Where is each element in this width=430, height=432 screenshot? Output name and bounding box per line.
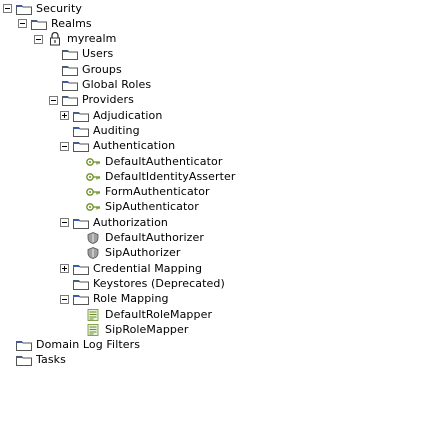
tree-node-label: DefaultIdentityAsserter xyxy=(105,169,236,183)
tree-node-label: FormAuthenticator xyxy=(105,185,210,199)
tree-node-label: DefaultRoleMapper xyxy=(105,307,213,321)
expand-toggle-icon[interactable] xyxy=(60,264,69,274)
collapse-toggle-icon[interactable] xyxy=(60,218,69,228)
tree-node-label: Security xyxy=(36,1,82,15)
tree-node-users[interactable]: Users xyxy=(61,47,113,62)
tree-node-label: Tasks xyxy=(36,353,66,367)
tree-node-label: Realms xyxy=(51,16,92,30)
tree-node-realms[interactable]: Realms xyxy=(18,16,92,31)
folder-icon xyxy=(61,78,79,92)
folder-icon xyxy=(72,216,90,230)
role-mapper-icon xyxy=(84,323,102,337)
folder-icon xyxy=(61,93,79,107)
tree-node-authorization[interactable]: Authorization xyxy=(60,215,168,230)
shield-icon xyxy=(84,231,102,245)
tree-node-label: Credential Mapping xyxy=(93,261,203,275)
tree-node-label: SipAuthenticator xyxy=(105,200,199,214)
tree-node-label: SipRoleMapper xyxy=(105,322,189,336)
folder-icon xyxy=(30,17,48,31)
key-icon xyxy=(84,200,102,214)
tree-node-label: DefaultAuthorizer xyxy=(105,231,205,244)
key-icon xyxy=(84,155,102,169)
tree-node-keystores-deprecated[interactable]: Keystores (Deprecated) xyxy=(72,276,225,291)
collapse-toggle-icon[interactable] xyxy=(18,19,27,29)
folder-icon xyxy=(72,277,90,291)
tree-node-adjudication[interactable]: Adjudication xyxy=(60,108,162,123)
tree-node-domain-log-filters[interactable]: Domain Log Filters xyxy=(15,338,140,353)
tree-node-role-mapping[interactable]: Role Mapping xyxy=(60,292,169,307)
folder-icon xyxy=(61,47,79,61)
tree-node-global-roles[interactable]: Global Roles xyxy=(61,78,151,93)
tree-node-tasks[interactable]: Tasks xyxy=(15,353,66,368)
folder-icon xyxy=(61,63,79,77)
tree-node-label: Adjudication xyxy=(93,108,163,122)
tree-node-label: Authorization xyxy=(93,215,168,229)
tree-node-label: Users xyxy=(82,47,114,61)
tree-node-defaultidentityasserter[interactable]: DefaultIdentityAsserter xyxy=(84,169,236,184)
collapse-toggle-icon[interactable] xyxy=(60,294,69,304)
folder-icon xyxy=(15,353,33,367)
tree-node-formauthenticator[interactable]: FormAuthenticator xyxy=(84,185,210,200)
folder-icon xyxy=(72,292,90,306)
folder-icon xyxy=(72,139,90,153)
tree-node-myrealm[interactable]: myrealm xyxy=(34,32,117,47)
tree-node-label: Keystores (Deprecated) xyxy=(93,276,225,290)
folder-icon xyxy=(72,262,90,276)
tree-node-sipauthorizer[interactable]: SipAuthorizer xyxy=(84,246,180,261)
tree-node-label: Global Roles xyxy=(82,78,152,91)
collapse-toggle-icon[interactable] xyxy=(60,141,69,151)
tree-node-defaultrolemapper[interactable]: DefaultRoleMapper xyxy=(84,307,212,322)
tree-node-label: Groups xyxy=(82,62,122,76)
shield-icon xyxy=(84,246,102,260)
tree-node-siprolemapper[interactable]: SipRoleMapper xyxy=(84,322,189,337)
tree-node-authentication[interactable]: Authentication xyxy=(60,139,175,154)
tree-node-label: DefaultAuthenticator xyxy=(105,154,223,168)
folder-icon xyxy=(72,109,90,123)
tree-node-label: Authentication xyxy=(93,139,176,153)
tree-node-groups[interactable]: Groups xyxy=(61,62,122,77)
role-mapper-icon xyxy=(84,308,102,322)
tree-node-label: Role Mapping xyxy=(93,292,169,306)
tree-node-label: Auditing xyxy=(93,123,140,137)
collapse-toggle-icon[interactable] xyxy=(34,34,43,44)
tree-node-defaultauthenticator[interactable]: DefaultAuthenticator xyxy=(84,154,222,169)
folder-icon xyxy=(72,124,90,138)
tree-node-label: Domain Log Filters xyxy=(36,338,141,352)
collapse-toggle-icon[interactable] xyxy=(49,95,58,105)
expand-toggle-icon[interactable] xyxy=(60,111,69,121)
tree-node-providers[interactable]: Providers xyxy=(49,93,134,108)
tree-node-label: Providers xyxy=(82,93,134,107)
folder-icon xyxy=(15,338,33,352)
tree-node-label: SipAuthorizer xyxy=(105,246,181,260)
key-icon xyxy=(84,185,102,199)
key-icon xyxy=(84,170,102,184)
tree-node-label: myrealm xyxy=(67,32,117,46)
lock-icon xyxy=(46,32,64,46)
tree-node-sipauthenticator[interactable]: SipAuthenticator xyxy=(84,200,199,215)
tree-node-auditing[interactable]: Auditing xyxy=(72,123,140,138)
tree-node-defaultauthorizer[interactable]: DefaultAuthorizer xyxy=(84,231,204,246)
tree-node-credential-mapping[interactable]: Credential Mapping xyxy=(60,261,202,276)
tree-node-security[interactable]: Security xyxy=(3,1,82,16)
folder-icon xyxy=(15,2,33,16)
collapse-toggle-icon[interactable] xyxy=(3,4,12,13)
